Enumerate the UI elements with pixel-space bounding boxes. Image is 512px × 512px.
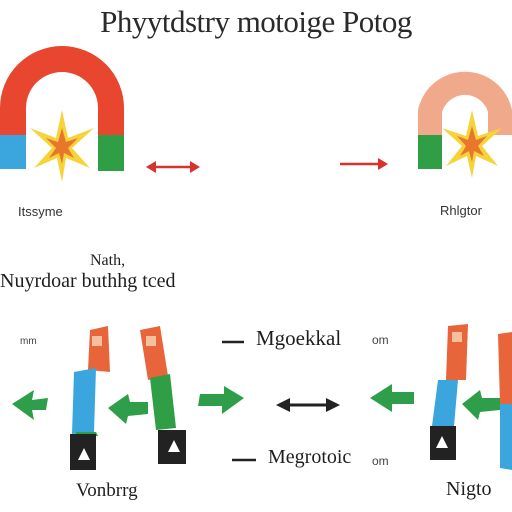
- label-middle-big: Nuyrdoar buthhg tced: [0, 270, 176, 292]
- star-burst-icon: [442, 110, 502, 178]
- magnet-arc-salmon: [418, 71, 512, 135]
- label-top-right: Rhlgtor: [440, 203, 482, 218]
- bar-magnet-right-1: [430, 324, 468, 460]
- magnet-pole-green: [418, 135, 442, 169]
- green-arrow-icon: [12, 390, 48, 420]
- label-middle-small: Nath,: [90, 252, 126, 269]
- red-double-arrow-icon: [146, 161, 200, 173]
- label-bottom-left: Vonbrrg: [76, 480, 138, 501]
- magnet-arc-red: [0, 46, 124, 135]
- label-left-tiny: mm: [20, 336, 37, 347]
- magnet-pole-green: [98, 135, 124, 171]
- magnet-pole-blue: [0, 135, 26, 169]
- red-arrow-icon: [340, 158, 388, 170]
- label-top-left: Itssyme: [18, 204, 63, 219]
- bar-magnet-left-1: [70, 326, 110, 470]
- green-arrow-icon: [370, 384, 414, 412]
- label-bottom-right: Nigto: [446, 478, 492, 500]
- label-middle-top-tiny: om: [372, 333, 389, 347]
- bar-magnet-right-2: [498, 332, 512, 470]
- label-middle-top: Mgoekkal: [256, 326, 342, 350]
- green-arrow-icon: [108, 394, 148, 424]
- magnet-top-right: [418, 71, 512, 178]
- label-middle-bottom-tiny: om: [372, 454, 389, 468]
- magnet-top-left: [0, 46, 124, 182]
- label-middle-bottom: Megrotoic: [268, 446, 352, 468]
- green-arrow-icon: [198, 386, 244, 414]
- green-arrow-icon: [462, 390, 500, 420]
- bar-magnet-left-2: [140, 326, 186, 464]
- page-title: Phyytdstry motoige Potog: [100, 4, 412, 39]
- star-burst-icon: [30, 110, 94, 182]
- black-double-arrow-icon: [276, 398, 340, 412]
